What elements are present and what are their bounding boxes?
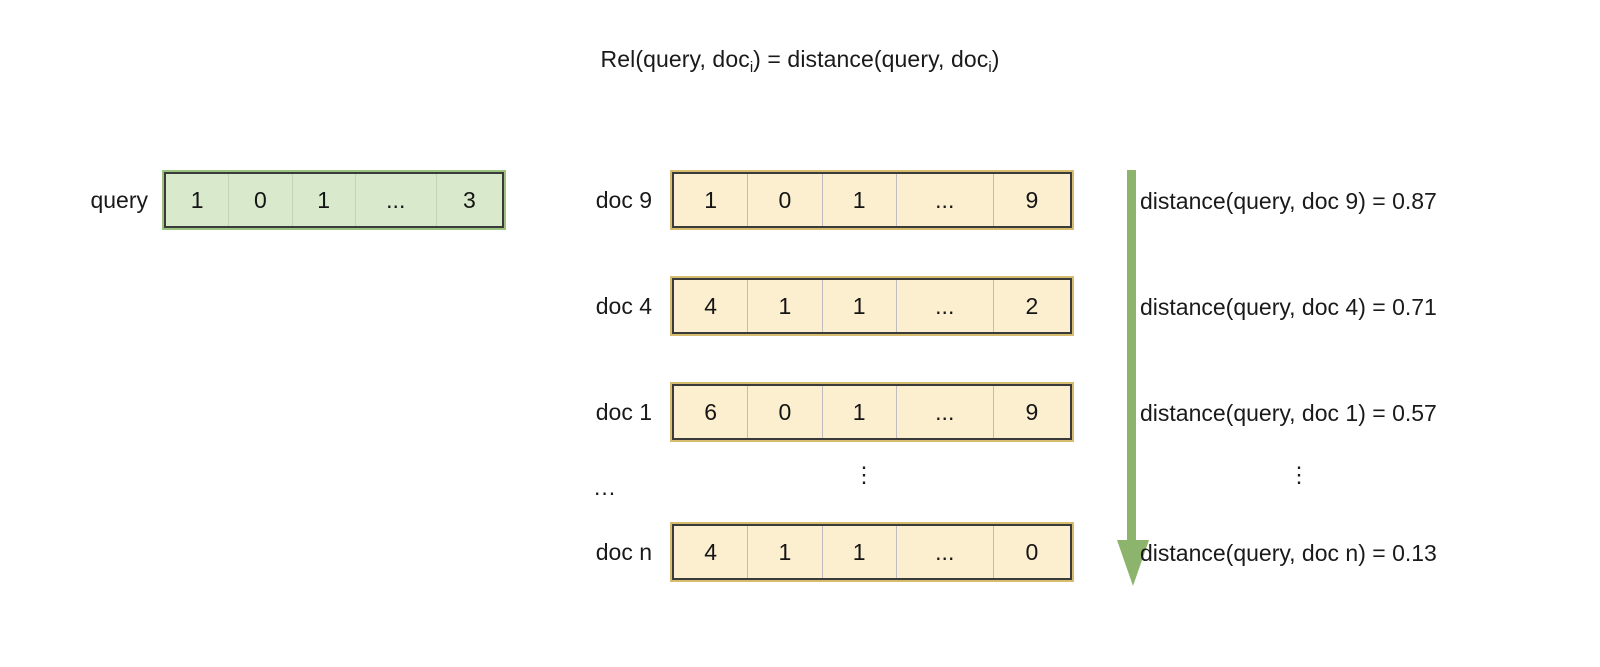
doc-row: doc 1 6 0 1 ... 9 <box>572 382 1074 442</box>
distance-text-doc-1: distance(query, doc 1) = 0.57 <box>1140 400 1437 426</box>
doc-label-1: doc 1 <box>595 398 652 425</box>
distance-text-doc-4: distance(query, doc 4) = 0.71 <box>1140 294 1437 320</box>
doc-cell: 0 <box>1025 538 1039 565</box>
doc-cell: 1 <box>823 280 897 332</box>
doc-cell: 4 <box>674 526 749 578</box>
query-row: query 1 0 1 ... 3 <box>66 170 506 230</box>
doc-cell: 1 <box>748 280 823 332</box>
doc-cell: 1 <box>823 526 897 578</box>
vertical-ellipsis-glyph: ⋮ <box>853 462 875 487</box>
doc-cell: 0 <box>748 174 823 226</box>
doc-label-9: doc 9 <box>595 186 652 213</box>
doc-cell: 1 <box>748 526 823 578</box>
doc-row: doc 4 4 1 1 ... 2 <box>572 276 1074 336</box>
doc-vector-inner: 1 0 1 ... 9 <box>672 172 1072 228</box>
doc-label-n: doc n <box>595 538 652 565</box>
doc-label-ellipsis: ... <box>594 474 617 500</box>
doc-cell: 4 <box>674 280 749 332</box>
doc-cell: 2 <box>1025 292 1039 319</box>
doc-cell: 1 <box>823 386 897 438</box>
doc-row: doc 9 1 0 1 ... 9 <box>572 170 1074 230</box>
formula-suffix: ) <box>991 46 1000 72</box>
formula-subscript-1: i <box>749 58 754 76</box>
doc-vector-4: 4 1 1 ... 2 <box>670 276 1074 336</box>
formula-middle: ) = distance(query, doc <box>753 46 989 72</box>
formula-title: Rel(query, doci) = distance(query, doci) <box>0 46 1600 76</box>
doc-cell: 1 <box>674 174 749 226</box>
doc-row: doc n 4 1 1 ... 0 <box>572 522 1074 582</box>
doc-cell: 9 <box>1025 186 1039 213</box>
query-cell: 1 <box>293 174 356 226</box>
formula-prefix: Rel(query, doc <box>600 46 750 72</box>
distance-text-doc-9: distance(query, doc 9) = 0.87 <box>1140 188 1437 214</box>
doc-cell-ellipsis: ... <box>897 526 994 578</box>
doc-vector-inner: 6 0 1 ... 9 <box>672 384 1072 440</box>
doc-cell: 9 <box>1025 398 1039 425</box>
query-cell-ellipsis: ... <box>356 174 437 226</box>
query-cell: 0 <box>229 174 293 226</box>
doc-cell: 0 <box>748 386 823 438</box>
doc-rows-vertical-ellipsis: ⋮ <box>853 462 875 487</box>
query-cell: 1 <box>166 174 230 226</box>
doc-vector-1: 6 0 1 ... 9 <box>670 382 1074 442</box>
doc-cell: 1 <box>823 174 897 226</box>
query-vector: 1 0 1 ... 3 <box>162 170 506 230</box>
doc-cell-ellipsis: ... <box>897 174 994 226</box>
distance-vertical-ellipsis: ⋮ <box>1288 462 1310 487</box>
doc-cell: 6 <box>674 386 749 438</box>
doc-vector-inner: 4 1 1 ... 0 <box>672 524 1072 580</box>
doc-vector-n: 4 1 1 ... 0 <box>670 522 1074 582</box>
ranking-direction-arrow <box>1104 170 1164 588</box>
arrow-down-icon <box>1117 170 1149 586</box>
doc-vector-9: 1 0 1 ... 9 <box>670 170 1074 230</box>
vertical-ellipsis-glyph: ⋮ <box>1288 462 1310 487</box>
doc-vector-inner: 4 1 1 ... 2 <box>672 278 1072 334</box>
doc-cell-ellipsis: ... <box>897 280 994 332</box>
doc-cell-ellipsis: ... <box>897 386 994 438</box>
query-cell: 3 <box>462 186 476 213</box>
query-vector-inner: 1 0 1 ... 3 <box>164 172 504 228</box>
doc-label-4: doc 4 <box>595 292 652 319</box>
query-label: query <box>90 186 148 213</box>
distance-text-doc-n: distance(query, doc n) = 0.13 <box>1140 540 1437 566</box>
formula-subscript-2: i <box>988 58 992 76</box>
